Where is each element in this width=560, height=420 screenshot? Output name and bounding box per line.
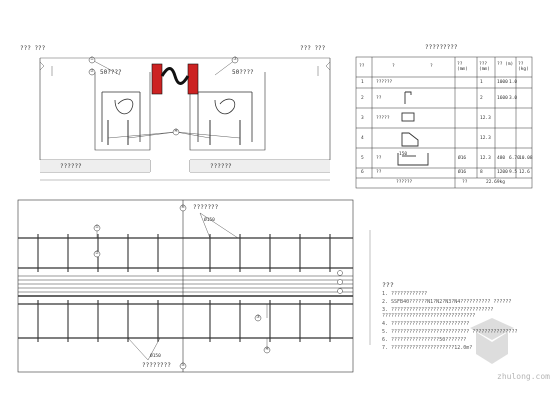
plan-callout-5: ⑤ xyxy=(181,363,186,368)
section-callout-1: ① xyxy=(90,57,95,62)
right-concrete-grade: 50???? xyxy=(232,69,254,76)
table-cell-desc: ?? xyxy=(376,96,382,101)
table-cell-unit: 1.0 xyxy=(509,80,518,85)
table-cell-len: 480 xyxy=(497,156,506,161)
table-cell-desc: ????? xyxy=(376,116,390,121)
note-item: 6. ????????????????50??????? xyxy=(382,337,467,343)
table-header-total: ?? (m) xyxy=(497,62,514,67)
bottom-label-left: ?????? xyxy=(60,163,82,170)
table-cell-count: 12.3 xyxy=(480,116,491,121)
plan-callout-3: ③ xyxy=(256,315,261,320)
table-cell-count: 2 xyxy=(480,96,483,101)
notes-heading: ??? xyxy=(382,281,394,289)
table-cell-desc: ?? xyxy=(376,156,382,161)
table-cell-no: 1 xyxy=(361,80,364,85)
cross-section-drawing xyxy=(39,57,331,181)
table-cell-desc: ?????? xyxy=(376,80,393,85)
plan-bottom-diameter: Ø150 xyxy=(150,354,161,359)
table-cell-wt: 12.6 xyxy=(519,170,530,175)
section-callout-3: ③ xyxy=(233,57,238,62)
note-item: 1. ???????????? xyxy=(382,291,428,297)
expansion-joint-seal xyxy=(151,63,199,95)
table-cell-no: 3 xyxy=(361,116,364,121)
table-header-no: ?? xyxy=(359,64,365,69)
plan-top-diameter: Ø150 xyxy=(204,218,215,223)
watermark-text: zhulong.com xyxy=(497,372,550,381)
steel-table-grid xyxy=(355,56,533,189)
watermark-logo-icon xyxy=(470,318,514,364)
table-total-label: ?????? xyxy=(396,180,413,185)
note-item: 4. ?????????????????????????? xyxy=(382,321,470,327)
table-total-mid: ?? xyxy=(462,180,468,185)
plan-callout-6: ⑥ xyxy=(181,205,186,210)
table-cell-len: 1000 xyxy=(497,80,508,85)
top-rebar-bars xyxy=(37,234,331,272)
bottom-label-right: ?????? xyxy=(210,163,232,170)
section-title-right: ??? ??? xyxy=(300,45,326,52)
section-callout-4: ④ xyxy=(174,129,179,134)
plan-callout-4: ④ xyxy=(265,347,270,352)
note-item: 5. ?????????????????????????? ??????????… xyxy=(382,329,518,335)
table-title: ????????? xyxy=(425,44,458,51)
note-item: 3. ?????????????????????????????????? ??… xyxy=(382,307,494,319)
table-header-shape: ? xyxy=(392,64,395,69)
table-cell-dia: Ø16 xyxy=(458,156,467,161)
table-cell-count: 1 xyxy=(480,80,483,85)
section-title-left: ??? ??? xyxy=(20,45,46,52)
bottom-rebar-bars xyxy=(37,300,331,342)
table-cell-no: 6 xyxy=(361,170,364,175)
table-cell-unit: 9.5 xyxy=(509,170,518,175)
table-cell-no: 2 xyxy=(361,96,364,101)
table-cell-count: 8 xyxy=(480,170,483,175)
section-callout-2: ② xyxy=(90,69,95,74)
plan-drawing xyxy=(17,199,371,373)
plan-callout-1: ① xyxy=(95,225,100,230)
plan-bottom-label: ???????? xyxy=(142,362,171,369)
table-cell-len: 1600 xyxy=(497,96,508,101)
plan-leaders xyxy=(96,212,353,361)
table-cell-wt: 10.08 xyxy=(519,156,533,161)
table-header-dia: ? xyxy=(430,64,433,69)
table-header-len: ?? (mm) xyxy=(457,62,468,72)
table-cell-len: 1200 xyxy=(497,170,508,175)
table-cell-desc: ?? xyxy=(376,170,382,175)
table-cell-dia: Ø16 xyxy=(458,170,467,175)
table-cell-no: 5 xyxy=(361,156,364,161)
table-header-weight: ?? (kg) xyxy=(518,62,529,72)
table-total-value: 22.69kg xyxy=(486,180,505,185)
shape-dimension: 150 xyxy=(399,152,408,157)
note-item: 7. ?????????????????????12.0m? xyxy=(382,345,473,351)
plan-callout-circles xyxy=(93,204,343,370)
notes-list: 1. ???????????? 2. SSFB40??????N1?N2?N3?N… xyxy=(382,291,552,353)
plan-callout-2: ② xyxy=(95,251,100,256)
note-item: 2. SSFB40??????N1?N2?N3?N4?????????? ???… xyxy=(382,299,512,305)
section-callout-circles xyxy=(88,56,239,136)
table-cell-unit: 3.0 xyxy=(509,96,518,101)
table-cell-unit: 6.70 xyxy=(509,156,520,161)
plan-top-label: ??????? xyxy=(193,204,219,211)
table-header-count: ??? (mm) xyxy=(479,62,490,72)
left-concrete-grade: 50???? xyxy=(100,69,122,76)
table-cell-no: 4 xyxy=(361,136,364,141)
table-cell-count: 12.3 xyxy=(480,136,491,141)
table-cell-count: 12.3 xyxy=(480,156,491,161)
